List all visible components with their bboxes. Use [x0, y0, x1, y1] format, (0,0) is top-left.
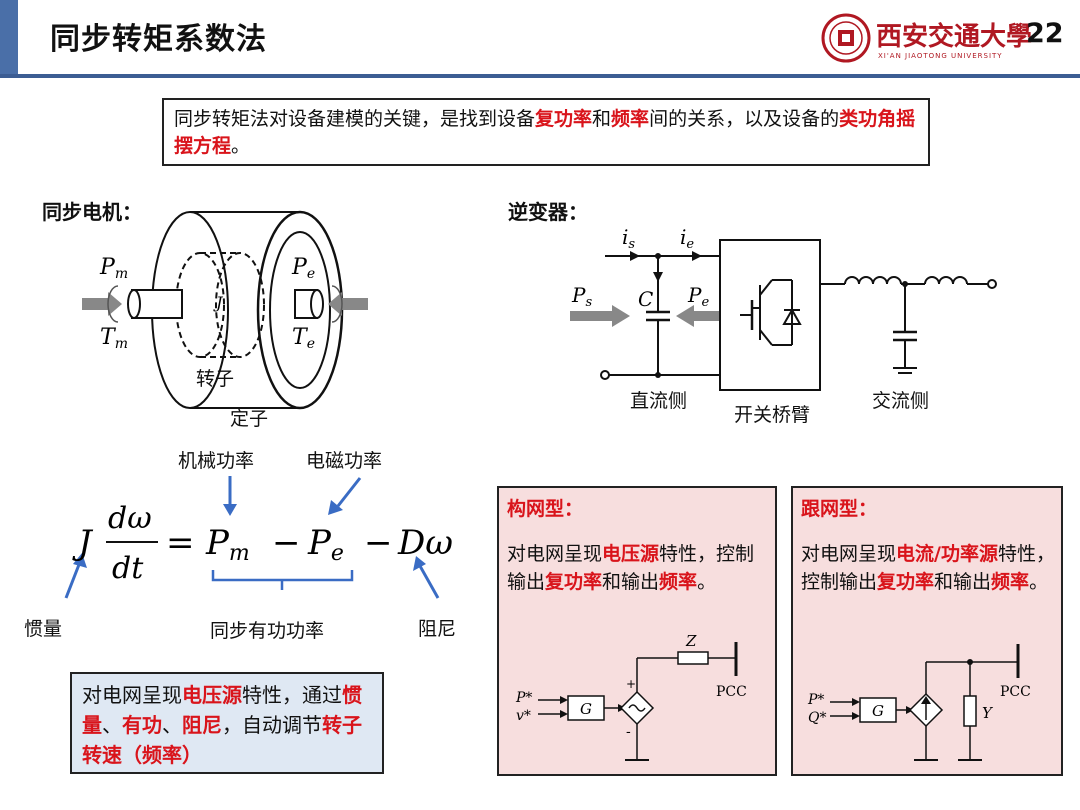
- gf-text-2: 特性，控制输出: [507, 543, 755, 593]
- gfl-input-p: P*: [807, 692, 824, 708]
- stator-label: 定子: [230, 408, 269, 430]
- title-rule: [0, 74, 1080, 78]
- summary-highlight-voltage-source: 电压源: [182, 683, 242, 707]
- gfl-text-2: 特性，控制输出: [801, 543, 1055, 593]
- gf-text-3: 和输出: [602, 571, 660, 593]
- summary-text-1: 对电网呈现: [82, 683, 182, 707]
- summary-text-4: 、: [162, 713, 182, 737]
- gf-text-1: 对电网呈现: [507, 543, 603, 565]
- machine-j-symbol: J: [213, 293, 224, 312]
- grid-forming-text: 对电网呈现电压源特性，控制输出复功率和输出频率。: [507, 540, 769, 596]
- inverter-circuit-diagram: is ie Ps Pe C: [570, 225, 997, 391]
- eq-damping-term: Dω: [397, 523, 453, 563]
- rotor-label: 转子: [196, 368, 235, 390]
- inverter-ps-symbol: Ps: [571, 283, 592, 310]
- gf-input-p: P*: [515, 690, 532, 706]
- eq-pe: Pe: [307, 523, 344, 566]
- title-accent-bar: [0, 0, 18, 78]
- inverter-ie-symbol: ie: [680, 225, 694, 252]
- eq-minus-1: −: [272, 523, 301, 563]
- gf-text-4: 。: [697, 571, 717, 593]
- intro-highlight-swing-equation: 类功角摇摆方程: [174, 108, 916, 157]
- intro-highlight-complex-power: 复功率: [535, 108, 593, 130]
- gfl-highlight-frequency: 频率: [991, 571, 1030, 593]
- machine-summary-box: 对电网呈现电压源特性，通过惯量、有功、阻尼，自动调节转子转速（频率）: [70, 672, 384, 774]
- synchronous-machine-diagram: Pm Tm Pe Te J: [82, 210, 368, 410]
- intro-text-2: 和: [592, 108, 612, 130]
- summary-text-2: 特性，通过: [242, 683, 342, 707]
- summary-highlight-rotor-speed: 转子转速（频率）: [82, 713, 362, 767]
- eq-j: J: [72, 523, 94, 563]
- grid-forming-title: 构网型：: [507, 498, 584, 520]
- grid-following-circuit: P* Q* G Y PCC: [807, 644, 1031, 761]
- gfl-text-3: 和输出: [934, 571, 992, 593]
- gfl-pcc-label: PCC: [1000, 684, 1031, 700]
- intro-text-3: 间的关系，以及设备的: [649, 108, 840, 130]
- summary-text-3: 、: [102, 713, 122, 737]
- gf-highlight-voltage-source: 电压源: [602, 543, 660, 565]
- damping-label: 阻尼: [418, 618, 457, 640]
- summary-highlight-active: 有功: [122, 713, 162, 737]
- gf-highlight-frequency: 频率: [659, 571, 698, 593]
- ac-side-label: 交流侧: [872, 390, 930, 412]
- eq-pm: Pm: [205, 523, 250, 566]
- eq-dt: dt: [112, 551, 144, 586]
- intro-text-1: 同步转矩法对设备建模的关键，是找到设备: [174, 108, 536, 130]
- gfl-admittance-y: Y: [982, 704, 994, 722]
- gf-highlight-complex-power: 复功率: [545, 571, 603, 593]
- page-title: 同步转矩系数法: [50, 22, 267, 57]
- university-seal-icon: [821, 13, 871, 63]
- machine-te-symbol: Te: [292, 325, 315, 352]
- university-logo-subtitle: XI'AN JIAOTONG UNIVERSITY: [878, 52, 1003, 60]
- eq-minus-2: −: [364, 523, 393, 563]
- summary-text-5: ，自动调节: [222, 713, 322, 737]
- machine-pe-symbol: Pe: [291, 255, 315, 282]
- switch-arm-label: 开关桥臂: [734, 404, 811, 426]
- gf-minus-sign: -: [626, 724, 631, 740]
- sync-active-power-label: 同步有功功率: [210, 620, 325, 642]
- intro-highlight-frequency: 频率: [611, 108, 650, 130]
- gfl-text-1: 对电网呈现: [801, 543, 897, 565]
- gf-input-v: v*: [516, 708, 531, 724]
- gfl-input-q: Q*: [808, 710, 826, 726]
- grid-following-title: 跟网型：: [801, 498, 878, 520]
- gfl-g-block: G: [872, 702, 884, 720]
- inverter-pe-symbol: Pe: [687, 283, 709, 310]
- machine-heading: 同步电机：: [42, 200, 142, 224]
- summary-highlight-damping: 阻尼: [182, 713, 222, 737]
- eq-equals: =: [166, 523, 195, 563]
- gf-pcc-label: PCC: [716, 684, 747, 700]
- page-number: 22: [1026, 18, 1064, 49]
- inverter-c-symbol: C: [638, 287, 653, 311]
- grid-forming-circuit: P* v* G Z PCC + -: [515, 632, 747, 761]
- gf-g-block: G: [580, 700, 592, 718]
- gfl-highlight-complex-power: 复功率: [877, 571, 935, 593]
- electromagnetic-power-label: 电磁功率: [306, 450, 383, 472]
- title-bar: [0, 0, 1080, 78]
- grid-following-text: 对电网呈现电流/功率源特性，控制输出复功率和输出频率。: [801, 540, 1057, 596]
- gf-impedance-z: Z: [685, 632, 697, 650]
- eq-dw: dω: [108, 501, 152, 536]
- inverter-is-symbol: is: [622, 225, 635, 252]
- machine-pm-symbol: Pm: [99, 255, 128, 282]
- swing-equation: J dω dt = Pm − Pe − Dω: [72, 501, 453, 586]
- inertia-label: 惯量: [24, 618, 63, 640]
- inverter-heading: 逆变器：: [508, 200, 588, 224]
- mechanical-power-label: 机械功率: [178, 450, 255, 472]
- gfl-text-4: 。: [1029, 571, 1049, 593]
- summary-highlight-inertia: 惯量: [82, 683, 362, 737]
- intro-box: 同步转矩法对设备建模的关键，是找到设备复功率和频率间的关系，以及设备的类功角摇摆…: [162, 98, 930, 166]
- machine-tm-symbol: Tm: [100, 325, 128, 352]
- swing-equation-annotations: [64, 476, 440, 599]
- grid-following-panel: [791, 486, 1063, 776]
- intro-text-4: 。: [231, 135, 251, 157]
- dc-side-label: 直流侧: [630, 390, 688, 412]
- gfl-highlight-current-source: 电流/功率源: [896, 543, 998, 565]
- gf-plus-sign: +: [626, 677, 636, 691]
- university-logo-text: 西安交通大學: [876, 22, 1033, 52]
